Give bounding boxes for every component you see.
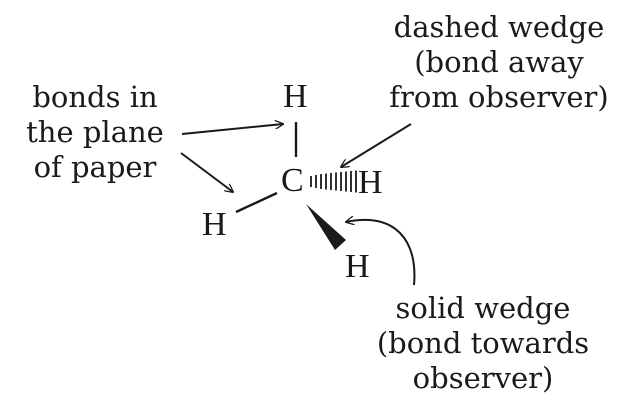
arrow-bonds-plane-to-top-bond: [181, 124, 283, 135]
atom-h-bottom: H: [345, 248, 370, 285]
solid-wedge-bond: [306, 204, 346, 250]
label-bonds-in-plane-line-2: the plane: [26, 115, 164, 149]
label-solid-wedge-line-3: observer): [412, 361, 554, 395]
label-dashed-wedge: dashed wedge (bond away from observer): [377, 10, 621, 115]
atom-h-top: H: [283, 78, 308, 115]
label-bonds-in-plane: bonds in the plane of paper: [5, 80, 185, 185]
arrow-dashed-wedge-label: [341, 123, 412, 167]
dashed-wedge-bond: [310, 170, 357, 193]
label-dashed-wedge-line-3: from observer): [389, 80, 609, 114]
atom-h-left: H: [202, 206, 227, 243]
arrow-solid-wedge-label: [346, 220, 416, 286]
bond-c-h-left: [235, 191, 278, 214]
arrow-bonds-plane-to-left-bond: [180, 152, 233, 192]
label-bonds-in-plane-line-3: of paper: [33, 150, 157, 184]
label-dashed-wedge-line-2: (bond away: [414, 45, 584, 79]
atom-carbon: C: [281, 162, 304, 199]
label-bonds-in-plane-line-1: bonds in: [32, 80, 158, 114]
label-solid-wedge-line-1: solid wedge: [395, 291, 571, 325]
label-solid-wedge: solid wedge (bond towards observer): [358, 291, 608, 396]
atom-h-right: H: [358, 164, 383, 201]
label-dashed-wedge-line-1: dashed wedge: [393, 10, 605, 44]
label-solid-wedge-line-2: (bond towards: [376, 326, 590, 360]
